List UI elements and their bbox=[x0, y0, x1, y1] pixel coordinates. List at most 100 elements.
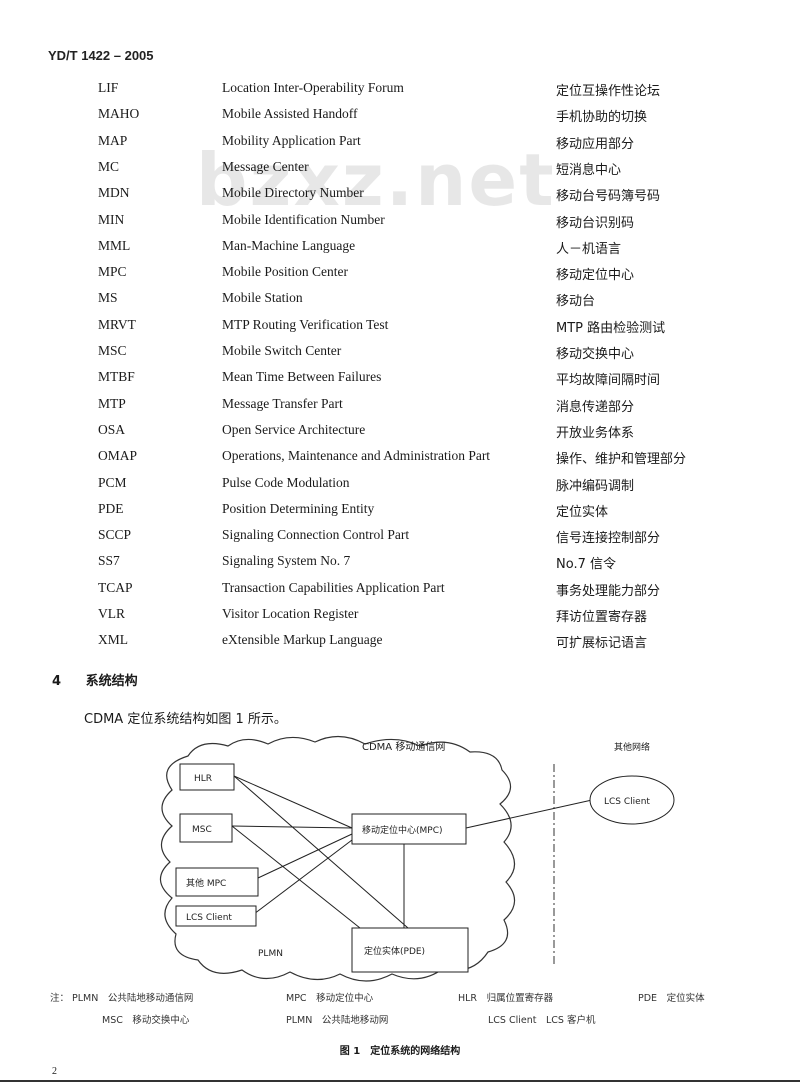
abbreviation-chinese: 事务处理能力部分 bbox=[556, 583, 661, 599]
network-diagram: CDMA 移动通信网 其他网络 HLR MSC 移动定位中心(MPC) 其他 M… bbox=[159, 735, 675, 982]
lcs-client-inside-node: LCS Client bbox=[175, 905, 257, 927]
abbreviation-english: Mobile Assisted Handoff bbox=[222, 106, 358, 122]
abbreviation-code: OMAP bbox=[98, 448, 138, 464]
section-title: 系统结构 bbox=[85, 674, 138, 689]
abbreviation-chinese: 移动定位中心 bbox=[556, 268, 635, 284]
connection-lines bbox=[231, 775, 593, 929]
abbreviation-chinese: 信号连接控制部分 bbox=[556, 531, 661, 547]
intro-paragraph: CDMA 定位系统结构如图 1 所示。 bbox=[84, 712, 287, 727]
abbreviation-english: Mobile Station bbox=[222, 290, 303, 306]
abbreviation-code: PDE bbox=[98, 500, 124, 516]
pde-label: 定位实体(PDE) bbox=[364, 945, 425, 957]
abbreviation-english: Mobility Application Part bbox=[222, 132, 361, 148]
abbreviation-code: MAP bbox=[98, 132, 128, 148]
abbreviation-code: MML bbox=[98, 237, 131, 253]
abbreviation-code: MPC bbox=[98, 264, 127, 280]
diagram-legend: 注： PLMN 公共陆地移动通信网 MPC 移动定位中心 HLR 归属位置寄存器… bbox=[0, 990, 800, 1030]
abbreviation-english: Signaling System No. 7 bbox=[222, 553, 351, 569]
abbreviation-chinese: 移动台识别码 bbox=[556, 215, 635, 231]
abbreviation-row: XML eXtensible Markup Language 可扩展标记语言 bbox=[0, 632, 800, 658]
abbreviation-code: MSC bbox=[98, 343, 127, 358]
plmn-label: PLMN bbox=[258, 949, 283, 959]
abbreviation-english: Position Determining Entity bbox=[222, 500, 375, 516]
abbreviation-code: MRVT bbox=[98, 316, 136, 332]
abbreviation-chinese: No.7 信令 bbox=[556, 557, 616, 573]
msc-node: MSC bbox=[179, 813, 233, 843]
abbreviation-english: Location Inter-Operability Forum bbox=[222, 80, 404, 95]
watermark-text: bzxz.net bbox=[196, 138, 556, 222]
abbreviation-chinese: 定位互操作性论坛 bbox=[556, 84, 661, 99]
abbreviation-code: MAHO bbox=[98, 106, 140, 122]
abbreviation-code: OSA bbox=[98, 421, 126, 437]
lcs-client-outside-node: LCS Client bbox=[589, 775, 675, 825]
abbreviation-english: Pulse Code Modulation bbox=[222, 474, 350, 490]
legend-item: HLR 归属位置寄存器 bbox=[458, 993, 554, 1004]
page-number: 2 bbox=[52, 1066, 57, 1077]
abbreviation-chinese: 移动应用部分 bbox=[556, 136, 635, 152]
abbreviation-english: Mobile Position Center bbox=[222, 264, 348, 280]
abbreviation-chinese: 拜访位置寄存器 bbox=[556, 610, 648, 625]
abbreviation-chinese: 定位实体 bbox=[556, 504, 609, 520]
abbreviation-chinese: 人－机语言 bbox=[556, 241, 622, 257]
abbreviation-chinese: 移动台号码簿号码 bbox=[556, 189, 661, 205]
abbreviation-chinese: 操作、维护和管理部分 bbox=[556, 452, 687, 468]
abbreviation-chinese: 短消息中心 bbox=[556, 162, 622, 178]
legend-prefix: 注： bbox=[50, 993, 70, 1004]
lcs-client-inside-label: LCS Client bbox=[186, 913, 232, 923]
abbreviation-english: Signaling Connection Control Part bbox=[222, 527, 410, 543]
legend-item: PLMN 公共陆地移动网 bbox=[286, 1015, 389, 1026]
abbreviation-chinese: 可扩展标记语言 bbox=[556, 636, 648, 652]
abbreviation-code: XML bbox=[98, 632, 128, 648]
abbreviation-row: MSC Mobile Switch Center 移动交换中心 bbox=[0, 343, 800, 369]
abbreviation-english: Visitor Location Register bbox=[222, 606, 359, 621]
abbreviation-english: Mobile Switch Center bbox=[222, 343, 342, 358]
hlr-label: HLR bbox=[194, 774, 212, 784]
abbreviation-row: MML Man-Machine Language 人－机语言 bbox=[0, 238, 800, 264]
abbreviation-row: OMAP Operations, Maintenance and Administ… bbox=[0, 448, 800, 474]
abbreviation-english: MTP Routing Verification Test bbox=[222, 316, 389, 332]
abbreviation-english: Operations, Maintenance and Administrati… bbox=[222, 448, 491, 464]
abbreviation-row: MTBF Mean Time Between Failures 平均故障间隔时间 bbox=[0, 369, 800, 395]
cdma-network-label: CDMA 移动通信网 bbox=[362, 740, 445, 753]
abbreviation-chinese: 移动台 bbox=[556, 294, 596, 310]
abbreviation-row: MAP Mobility Application Part 移动应用部分 bbox=[0, 133, 800, 159]
legend-item: PDE 定位实体 bbox=[638, 993, 705, 1004]
pde-node: 定位实体(PDE) bbox=[351, 927, 469, 973]
abbreviation-english: Man-Machine Language bbox=[222, 237, 356, 253]
figure-caption: 图 1 定位系统的网络结构 bbox=[339, 1046, 461, 1057]
abbreviation-row: SS7 Signaling System No. 7 No.7 信令 bbox=[0, 553, 800, 579]
abbreviation-english: Transaction Capabilities Application Par… bbox=[222, 579, 445, 595]
msc-label: MSC bbox=[192, 825, 212, 835]
abbreviation-code: MTBF bbox=[98, 369, 135, 385]
abbreviation-english: eXtensible Markup Language bbox=[222, 632, 383, 648]
abbreviation-code: SS7 bbox=[98, 553, 120, 569]
mpc-label: 移动定位中心(MPC) bbox=[362, 824, 443, 836]
abbreviation-english: Mean Time Between Failures bbox=[222, 369, 382, 385]
section-heading: 4 系统结构 bbox=[52, 670, 138, 689]
abbreviation-english: Message Transfer Part bbox=[222, 395, 343, 411]
abbreviation-code: MS bbox=[98, 290, 118, 306]
legend-item: PLMN 公共陆地移动通信网 bbox=[72, 993, 194, 1004]
lcs-client-outside-label: LCS Client bbox=[604, 797, 650, 807]
abbreviation-chinese: 开放业务体系 bbox=[556, 425, 635, 441]
abbreviation-chinese: 平均故障间隔时间 bbox=[556, 373, 661, 389]
abbreviation-row: MPC Mobile Position Center 移动定位中心 bbox=[0, 264, 800, 290]
bottom-rule bbox=[0, 1080, 800, 1082]
abbreviation-english: Message Center bbox=[222, 158, 309, 174]
abbreviation-chinese: 移动交换中心 bbox=[556, 347, 635, 362]
hlr-node: HLR bbox=[179, 763, 235, 791]
other-mpc-node: 其他 MPC bbox=[175, 867, 259, 897]
abbreviation-chinese: 消息传递部分 bbox=[556, 399, 635, 415]
abbreviation-row: MS Mobile Station 移动台 bbox=[0, 290, 800, 316]
abbreviation-code: PCM bbox=[98, 474, 127, 490]
